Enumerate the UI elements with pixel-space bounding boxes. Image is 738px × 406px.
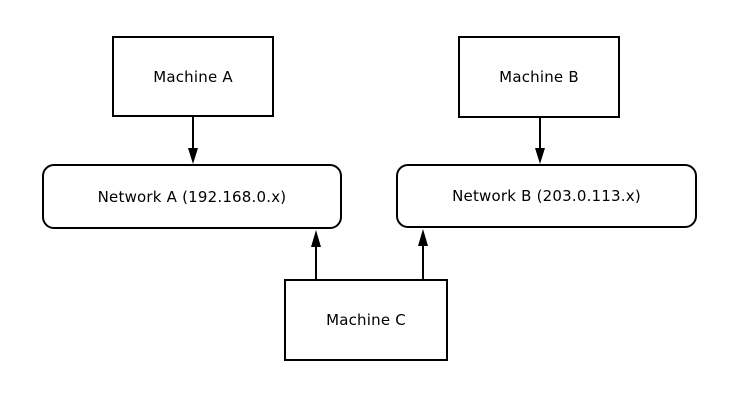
node-machine-a: Machine A: [112, 36, 274, 117]
node-network-b: Network B (203.0.113.x): [396, 164, 697, 228]
node-network-a-label: Network A (192.168.0.x): [97, 187, 287, 206]
node-machine-b: Machine B: [458, 36, 620, 118]
edge-machine-c-to-network-b: [418, 229, 428, 279]
arrowhead-up: [311, 230, 321, 247]
node-machine-a-label: Machine A: [153, 67, 233, 86]
node-network-a: Network A (192.168.0.x): [42, 164, 342, 229]
node-machine-b-label: Machine B: [499, 68, 579, 86]
edge-machine-c-to-network-a: [311, 230, 321, 279]
node-machine-c: Machine C: [284, 279, 448, 361]
edge-machine-a-to-network-a: [188, 117, 198, 164]
edge-machine-b-to-network-b: [535, 118, 545, 164]
arrowhead-down: [535, 148, 545, 164]
node-network-b-label: Network B (203.0.113.x): [452, 187, 641, 205]
arrowhead-down: [188, 148, 198, 164]
arrowhead-up: [418, 229, 428, 246]
node-machine-c-label: Machine C: [326, 311, 406, 329]
